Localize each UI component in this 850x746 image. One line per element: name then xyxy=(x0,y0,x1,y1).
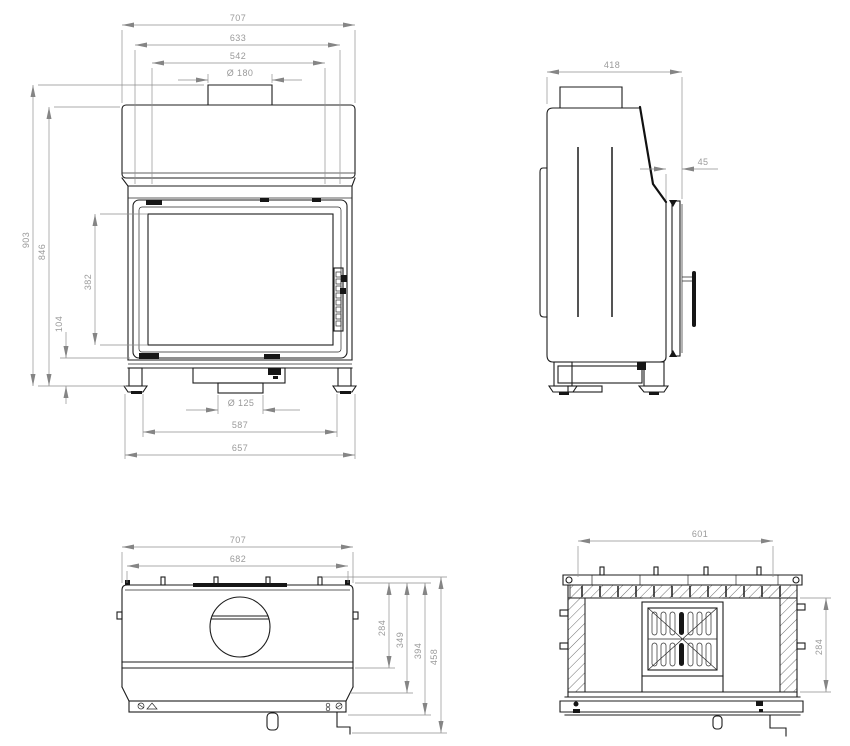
top-dimensions: 707 682 284 349 394 xyxy=(121,535,447,734)
top-view: 707 682 284 349 394 xyxy=(116,535,447,735)
section-top-band xyxy=(569,584,798,599)
dim-section-inner-depth: 284 xyxy=(800,597,831,693)
dim-label: 104 xyxy=(54,316,64,332)
dim-front-base-height: 104 xyxy=(54,316,130,404)
dim-side-door-depth: 45 xyxy=(640,157,718,200)
dim-side-body-depth: 418 xyxy=(546,60,683,199)
section-view: 601 284 xyxy=(559,529,831,737)
dim-label: 587 xyxy=(232,420,248,430)
dim-label: 903 xyxy=(21,232,31,248)
dim-label: 846 xyxy=(37,244,47,260)
dim-front-body-height: 846 xyxy=(37,106,120,386)
dim-label: 657 xyxy=(232,443,248,453)
side-view-outline xyxy=(539,86,696,395)
front-view: 707 633 542 Ø 180 903 xyxy=(21,13,358,459)
section-view-outline xyxy=(559,566,806,737)
dim-label: 633 xyxy=(230,33,246,43)
dim-front-hood-width: 633 xyxy=(134,33,341,184)
section-grate xyxy=(641,601,724,677)
dim-front-total-height: 903 xyxy=(21,84,204,387)
dim-label: 542 xyxy=(230,51,246,61)
section-left-wall xyxy=(567,597,586,693)
dim-front-base-width: 657 xyxy=(124,394,356,459)
dim-label: 682 xyxy=(230,554,246,564)
section-handle-tab xyxy=(712,715,723,730)
dim-front-flue-diameter: Ø 180 xyxy=(178,68,302,83)
dim-label: Ø 180 xyxy=(227,68,254,78)
dim-label: 707 xyxy=(230,535,246,545)
dim-front-glass-height: 382 xyxy=(83,213,147,346)
dim-front-overall-width: 707 xyxy=(121,13,356,103)
side-view: 418 45 xyxy=(539,60,718,395)
dim-label: 601 xyxy=(692,529,708,539)
dim-front-feet-spacing: 587 xyxy=(142,394,338,437)
dim-label: 458 xyxy=(429,649,439,665)
section-bracket xyxy=(769,714,787,737)
dim-top-depth-step: 349 xyxy=(350,583,413,694)
front-door-ratchet xyxy=(333,267,347,332)
dim-label: 284 xyxy=(814,639,824,655)
front-hinge-latch-marks xyxy=(131,198,351,394)
dim-label: 418 xyxy=(604,60,620,70)
top-handle-tab xyxy=(266,712,279,731)
side-door-handle xyxy=(682,271,696,327)
dim-label: 707 xyxy=(230,13,246,23)
dim-top-body-width: 682 xyxy=(126,554,349,583)
dim-top-depth-total: 458 xyxy=(352,577,447,734)
dim-section-inner-width: 601 xyxy=(577,529,774,577)
dim-label: 394 xyxy=(413,643,423,659)
dim-label: 45 xyxy=(698,157,709,167)
section-right-wall xyxy=(779,597,798,693)
dim-top-depth-band: 284 xyxy=(355,583,395,669)
flue-circle xyxy=(209,596,271,658)
dim-label: 349 xyxy=(395,632,405,648)
front-view-outline xyxy=(121,84,358,394)
dim-label: Ø 125 xyxy=(228,398,255,408)
dim-front-inner-width: 542 xyxy=(151,51,326,184)
dim-top-overall-width: 707 xyxy=(121,535,354,583)
top-bracket xyxy=(336,711,351,735)
dim-top-depth-front: 394 xyxy=(348,583,431,716)
dim-label: 284 xyxy=(377,620,387,636)
section-dimensions: 601 284 xyxy=(577,529,831,693)
side-dimensions: 418 45 xyxy=(546,60,718,200)
dim-label: 382 xyxy=(83,274,93,290)
top-view-outline xyxy=(116,576,359,735)
top-front-plate-screws xyxy=(137,702,343,712)
dim-front-outlet-diameter: Ø 125 xyxy=(186,395,300,414)
front-dimensions: 707 633 542 Ø 180 903 xyxy=(21,13,356,459)
